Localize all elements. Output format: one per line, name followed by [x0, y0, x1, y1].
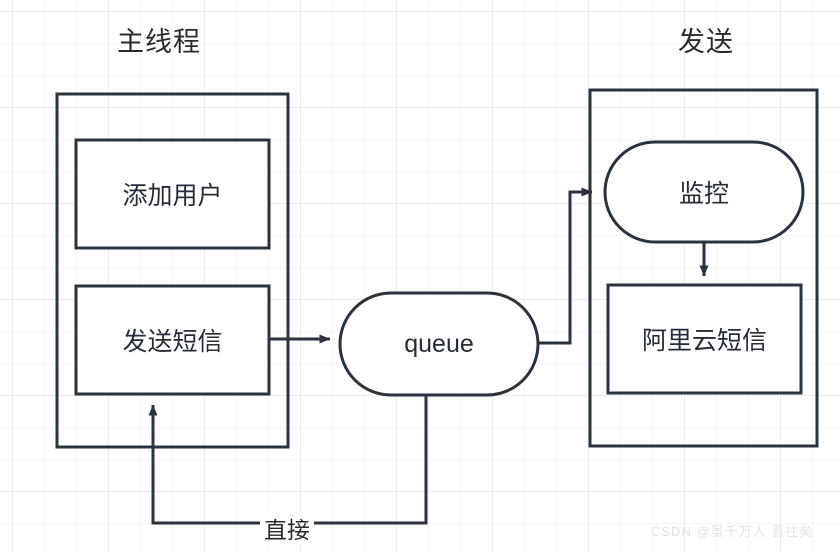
node-shapes — [74, 138, 805, 397]
monitor-node[interactable] — [603, 140, 805, 244]
container-boxes — [55, 88, 819, 449]
main-thread-container — [55, 92, 290, 449]
sender-container — [588, 88, 819, 448]
send-sms-node[interactable] — [74, 284, 271, 396]
edge-queue-to-monitor — [538, 187, 593, 345]
section-title-2: 发送 — [678, 27, 734, 57]
add-user-node[interactable] — [74, 138, 271, 250]
queue-node[interactable] — [338, 291, 540, 397]
aliyun-sms-node[interactable] — [606, 283, 803, 395]
csdn-watermark: CSDN @虽千万人 吾往矣 — [651, 524, 814, 539]
section-title-1: 主线程 — [117, 27, 201, 57]
edge-label-direct: 直接 — [260, 511, 314, 545]
